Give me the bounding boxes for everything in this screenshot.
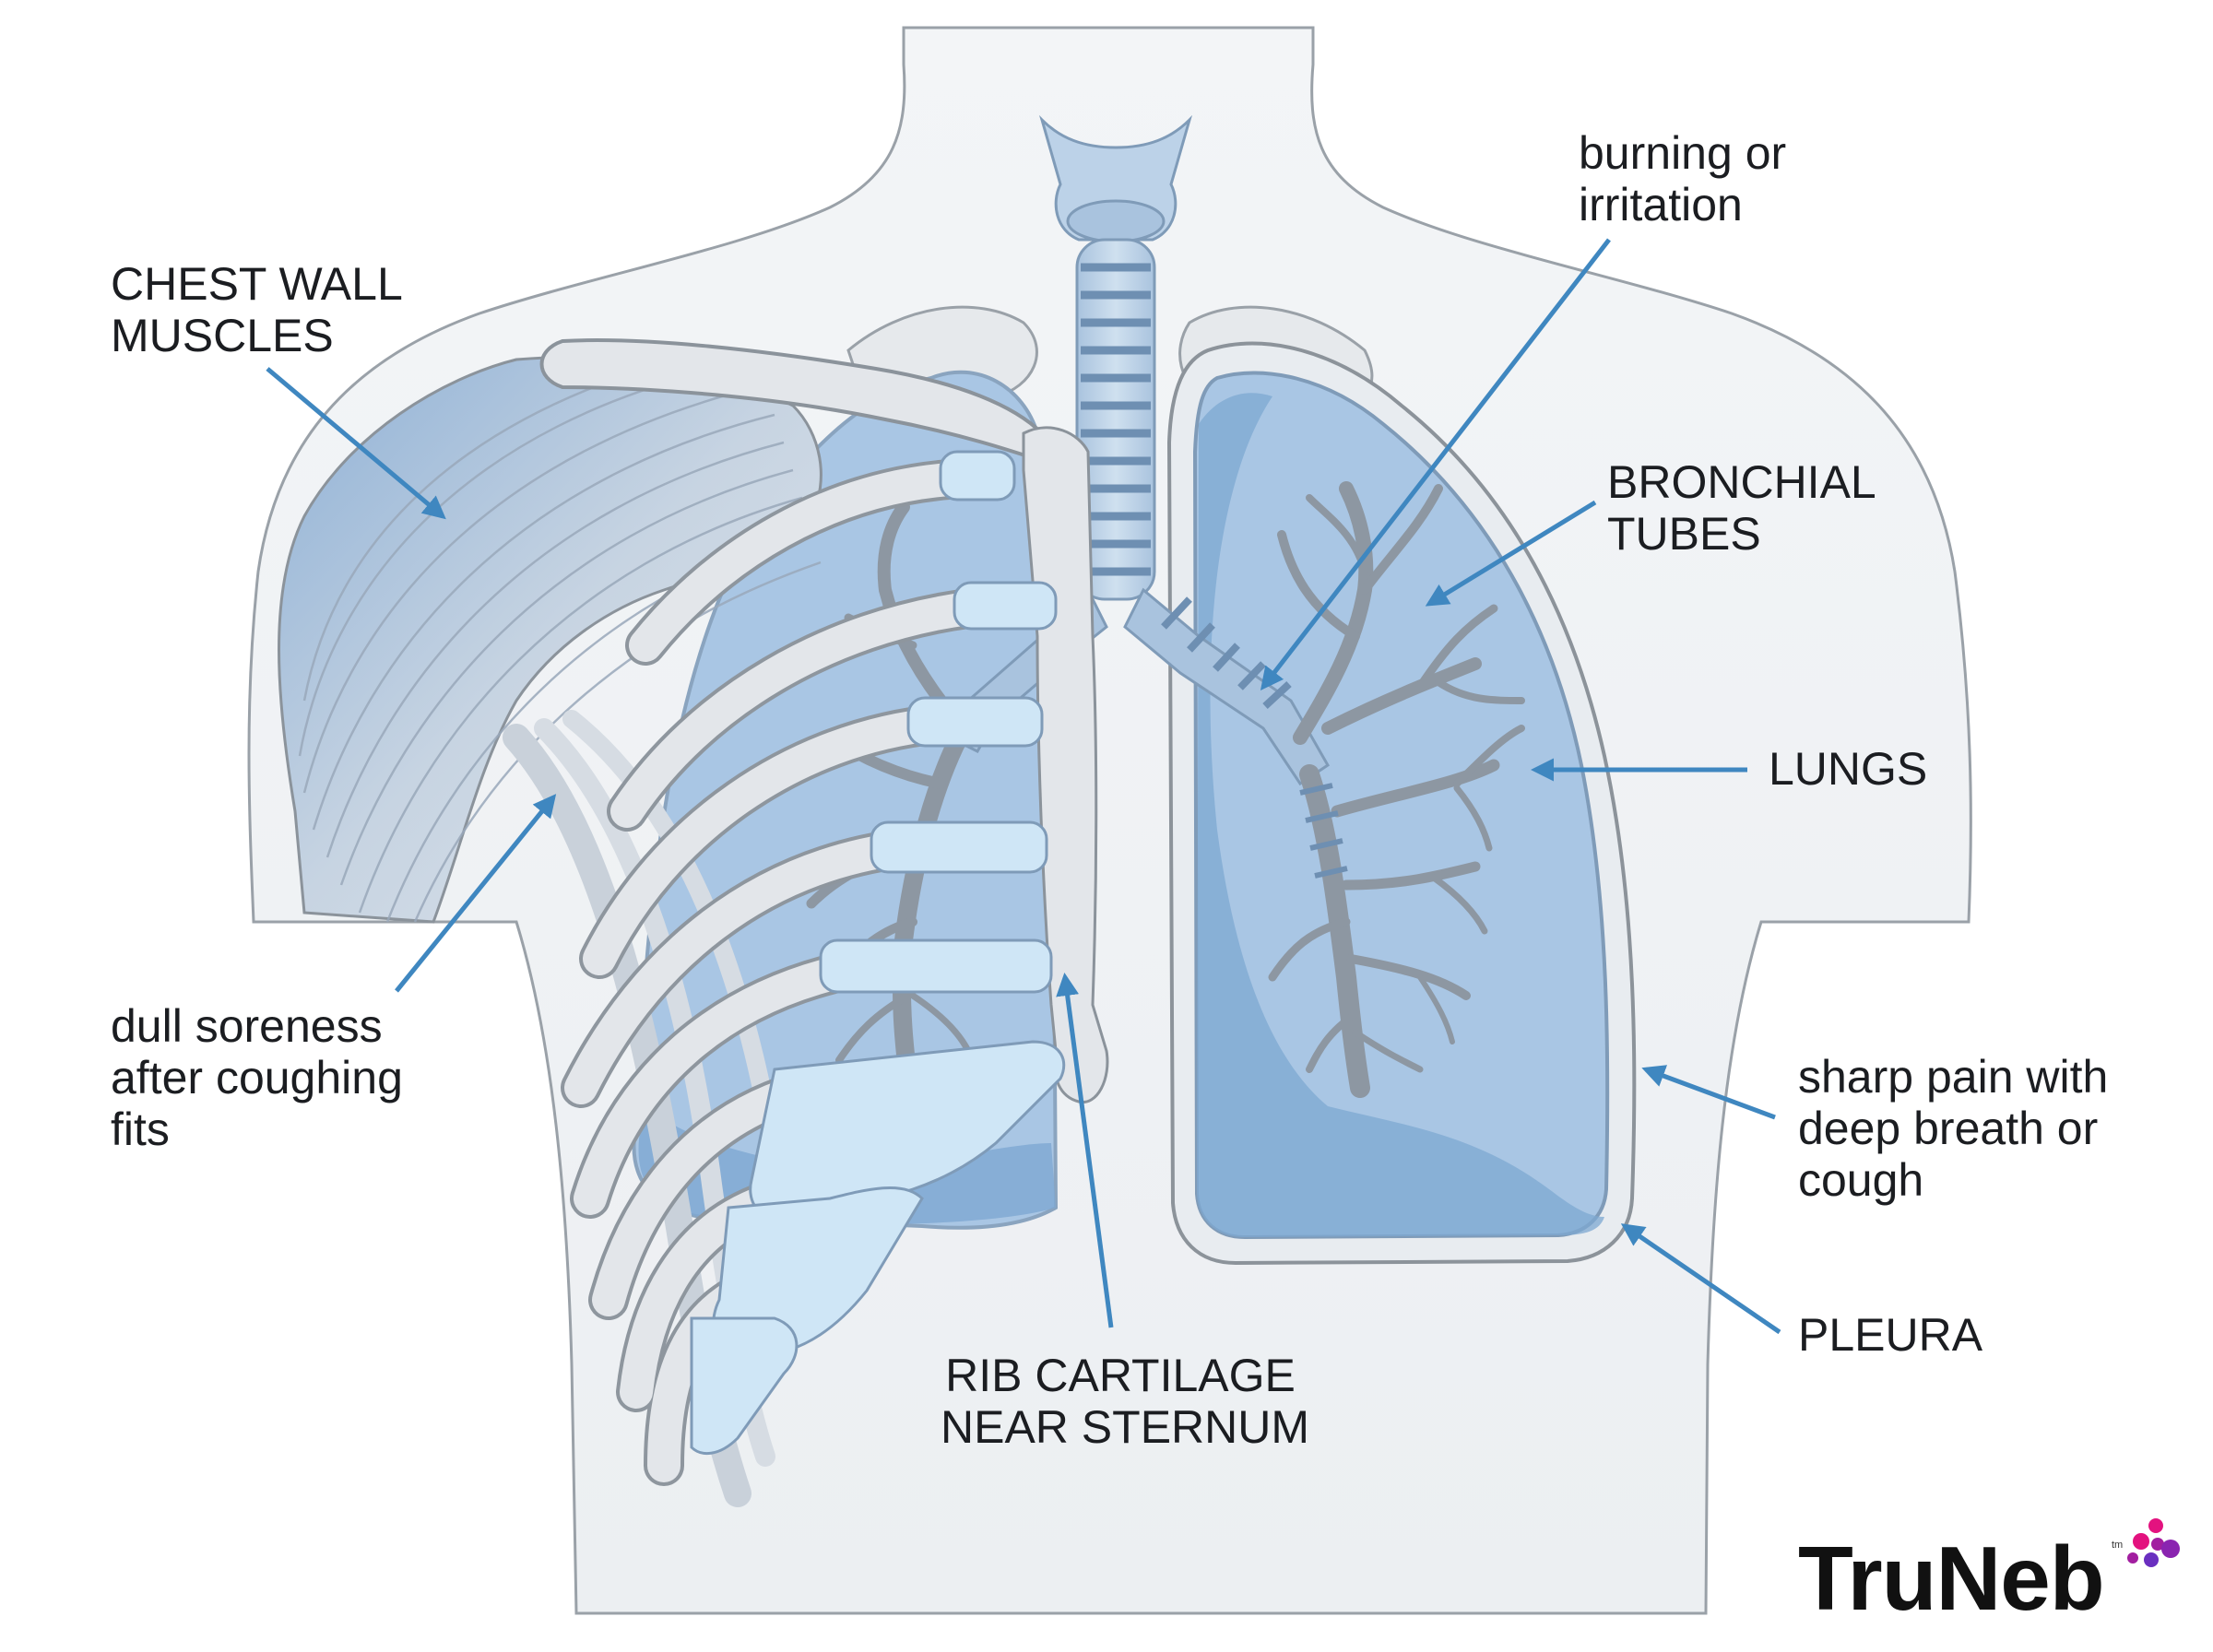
label-pleura: PLEURA bbox=[1798, 1309, 1982, 1361]
brand-trademark: tm bbox=[2112, 1540, 2123, 1551]
thyroid-cartilage bbox=[1068, 201, 1164, 242]
brand-logo-wordmark: TruNeb bbox=[1798, 1532, 2104, 1624]
brand-dots-icon bbox=[2127, 1518, 2180, 1567]
label-lungs: LUNGS bbox=[1769, 743, 1927, 795]
